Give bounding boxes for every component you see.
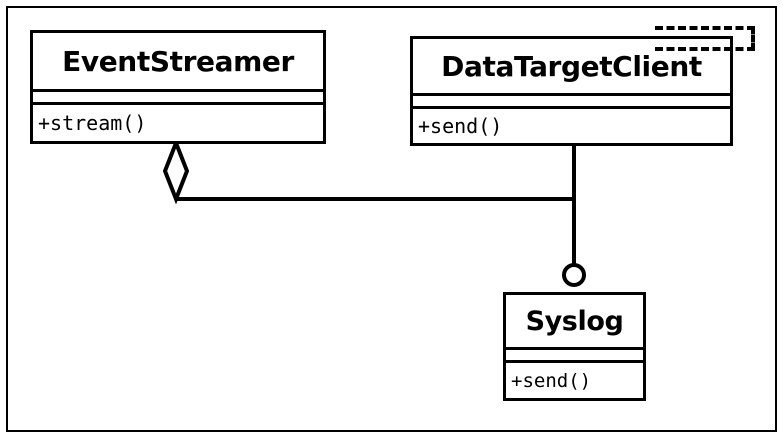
attributes-compartment-datatargetclient	[413, 96, 730, 106]
attributes-compartment-eventstreamer	[33, 92, 323, 102]
operation-syslog-send: +send()	[506, 363, 643, 398]
dashed-rectangle-annotation	[655, 26, 755, 51]
operation-datatargetclient-send: +send()	[413, 109, 730, 143]
uml-class-eventstreamer[interactable]: EventStreamer +stream()	[30, 30, 326, 144]
operation-eventstreamer-stream: +stream()	[33, 105, 323, 141]
compartment-divider	[506, 360, 643, 363]
compartment-divider	[506, 347, 643, 350]
compartment-divider	[33, 102, 323, 105]
class-name-eventstreamer: EventStreamer	[33, 33, 323, 89]
compartment-divider	[33, 89, 323, 92]
class-name-syslog: Syslog	[506, 295, 643, 347]
uml-class-datatargetclient[interactable]: DataTargetClient +send()	[410, 36, 733, 146]
attributes-compartment-syslog	[506, 350, 643, 360]
uml-class-syslog[interactable]: Syslog +send()	[503, 292, 646, 401]
compartment-divider	[413, 93, 730, 96]
compartment-divider	[413, 106, 730, 109]
